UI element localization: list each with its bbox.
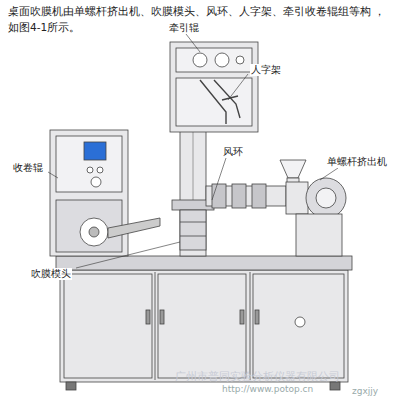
leader-line (212, 158, 226, 200)
motor (306, 178, 346, 218)
part-label: 收卷辊 (12, 162, 44, 174)
part-label: 人字架 (250, 64, 282, 76)
die-head (180, 210, 206, 250)
cabinet (60, 270, 348, 382)
control-box (50, 130, 128, 256)
winding-roll (80, 218, 108, 246)
watermark: zgxjjy (352, 386, 378, 397)
hopper (280, 160, 306, 178)
part-label: 单螺杆挤出机 (326, 156, 388, 168)
traction-roll (193, 53, 207, 67)
table-top (56, 256, 352, 270)
part-label: 吹膜模头 (30, 268, 72, 280)
traction-housing (170, 42, 258, 132)
leader-line (186, 34, 200, 52)
tower-column (180, 130, 206, 256)
leader-line (320, 168, 338, 180)
leader-line (76, 242, 180, 268)
part-label: 牵引辊 (168, 22, 200, 34)
leader-line (48, 172, 58, 178)
part-label: 风环 (222, 146, 244, 158)
watermark: http://www.potop.cn (222, 384, 313, 395)
intro-text: 桌面吹膜机由单螺杆挤出机、吹膜模头、风环、人字架、牵引收卷辊组等构 ，如图4-1… (8, 3, 393, 35)
a-frame (200, 80, 226, 124)
leader-line (228, 74, 248, 100)
watermark: 广州市普同实验分析仪器有限公司 (175, 370, 340, 383)
display-screen (84, 142, 106, 160)
